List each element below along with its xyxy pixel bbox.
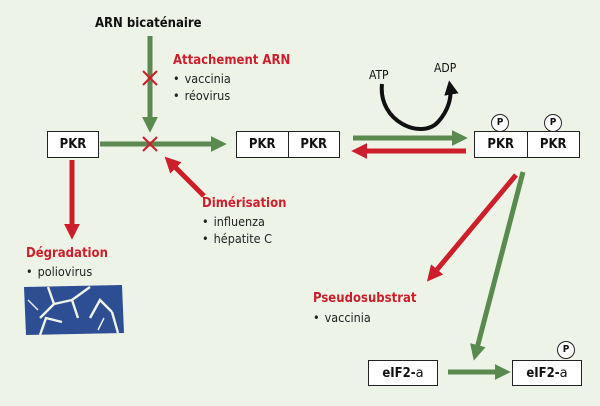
- list-item: réovirus: [173, 87, 231, 104]
- eif2p-label: eIF2-a: [526, 365, 568, 381]
- eif2-box: eIF2-a: [368, 360, 438, 386]
- degradation-title: Dégradation: [26, 246, 108, 261]
- attachement-list: vaccinia réovirus: [173, 70, 231, 104]
- dimerisation-list: influenza hépatite C: [202, 213, 272, 247]
- adp-label: ADP: [434, 61, 457, 75]
- list-item: vaccinia: [173, 70, 231, 87]
- attachment-inhibition-icon: [142, 70, 158, 86]
- list-item: influenza: [202, 213, 272, 230]
- pseudosubstrat-title: Pseudosubstrat: [313, 291, 417, 306]
- atp-label: ATP: [369, 68, 389, 82]
- degradation-fragments-icon: [24, 285, 124, 336]
- dimerisation-title: Dimérisation: [202, 196, 287, 211]
- eif2p-box: eIF2-a: [512, 360, 582, 386]
- list-item: vaccinia: [313, 309, 371, 326]
- dimerisation-inhibition-arrow: [164, 156, 206, 198]
- pkr-phospho-label-1: PKR: [487, 137, 515, 152]
- phosphate-icon: P: [544, 114, 562, 132]
- eif2-phosphorylation-arrow: [470, 171, 526, 361]
- list-item: poliovirus: [26, 263, 93, 280]
- phosphate-icon: P: [557, 341, 575, 359]
- attachement-title: Attachement ARN: [173, 53, 291, 68]
- pkr-dimer-label-2: PKR: [287, 132, 340, 157]
- eif2-label: eIF2-a: [382, 365, 424, 381]
- pkr-monomer-box: PKR: [47, 131, 99, 158]
- pseudosubstrat-list: vaccinia: [313, 309, 371, 326]
- dsrna-label: ARN bicaténaire: [95, 16, 202, 31]
- degradation-list: poliovirus: [26, 263, 93, 280]
- pseudosubstrate-arrow: [426, 173, 518, 282]
- list-item: hépatite C: [202, 230, 272, 247]
- dimerisation-inhibition-icon: [142, 136, 158, 152]
- atp-adp-arrow: [379, 80, 459, 132]
- pkr-phospho-dimer-box: PKR PKR: [474, 131, 580, 158]
- pkr-phospho-label-2: PKR: [526, 132, 580, 157]
- pkr-dimer-box: PKR PKR: [236, 131, 340, 158]
- phosphate-icon: P: [491, 114, 509, 132]
- pkr-dimer-label-1: PKR: [248, 137, 276, 152]
- pkr-monomer-label: PKR: [59, 137, 87, 152]
